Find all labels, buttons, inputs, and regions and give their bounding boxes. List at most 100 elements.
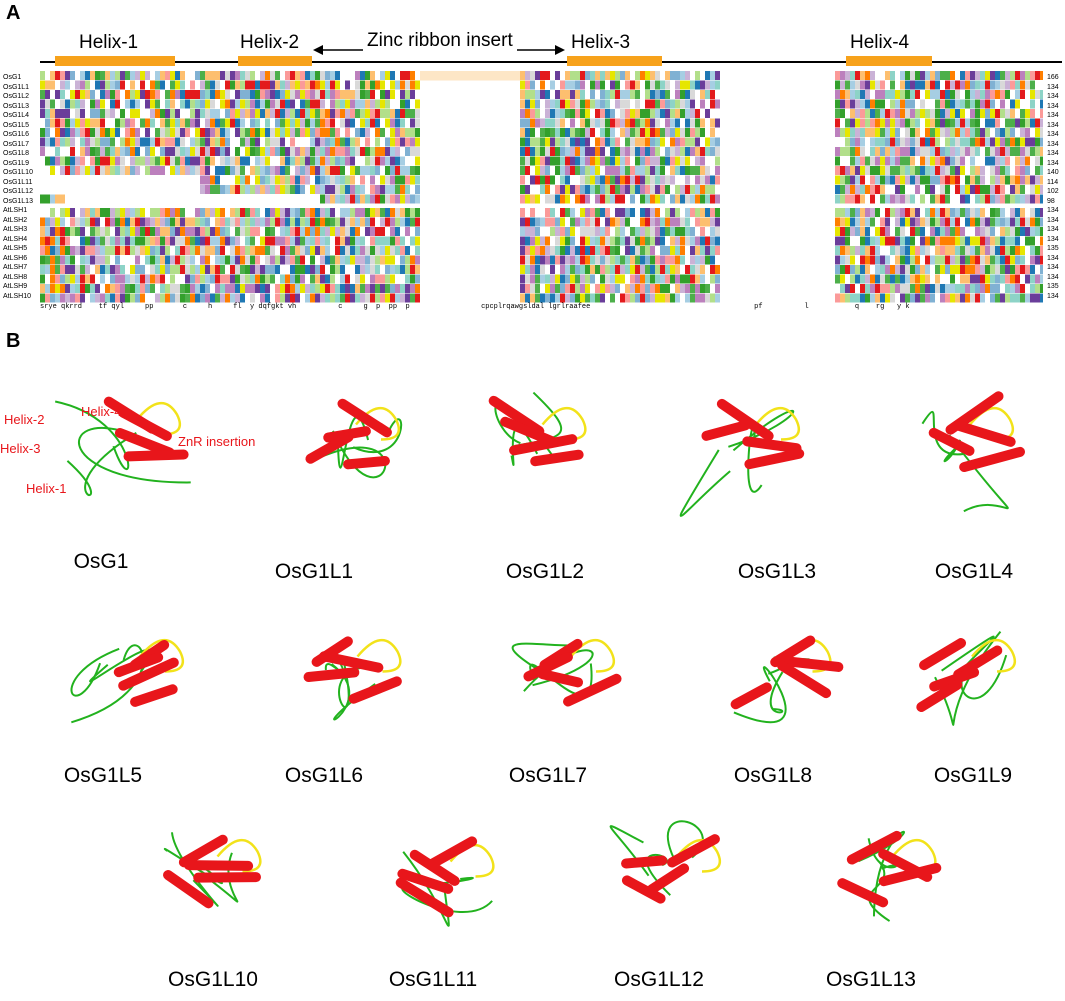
alignment-cell bbox=[840, 274, 845, 284]
alignment-cell bbox=[265, 166, 270, 175]
alignment-cell bbox=[535, 265, 540, 274]
alignment-cell bbox=[520, 99, 525, 109]
alignment-cell bbox=[155, 71, 160, 80]
alignment-cell bbox=[165, 128, 170, 137]
alignment-cell bbox=[600, 255, 605, 265]
alignment-cell bbox=[970, 293, 975, 303]
alignment-cell bbox=[180, 265, 185, 274]
alignment-cell bbox=[220, 265, 225, 274]
alignment-cell bbox=[880, 227, 885, 236]
alignment-cell bbox=[45, 118, 50, 128]
panel-b-letter: B bbox=[6, 330, 21, 352]
alignment-cell bbox=[1010, 175, 1015, 185]
alignment-cell bbox=[190, 80, 195, 90]
alignment-cell bbox=[630, 90, 635, 99]
alignment-cell bbox=[690, 137, 695, 147]
alignment-cell bbox=[655, 128, 660, 137]
alignment-cell bbox=[215, 217, 220, 227]
alignment-cell bbox=[930, 156, 935, 166]
alignment-cell bbox=[910, 99, 915, 109]
alignment-cell bbox=[845, 185, 850, 194]
alignment-cell bbox=[900, 255, 905, 265]
alignment-cell bbox=[85, 236, 90, 246]
alignment-cell bbox=[135, 246, 140, 255]
alignment-cell bbox=[210, 118, 215, 128]
alignment-cell bbox=[195, 137, 200, 147]
alignment-cell bbox=[855, 118, 860, 128]
alignment-cell bbox=[700, 284, 705, 293]
alignment-cell bbox=[690, 265, 695, 274]
alignment-cell bbox=[550, 227, 555, 236]
alignment-cell bbox=[70, 274, 75, 284]
alignment-cell bbox=[340, 185, 345, 194]
alignment-cell bbox=[1000, 80, 1005, 90]
alignment-cell bbox=[320, 293, 325, 303]
label-osg1l11: OsG1L11 bbox=[388, 968, 478, 991]
alignment-cell bbox=[385, 293, 390, 303]
alignment-cell bbox=[955, 99, 960, 109]
alignment-cell bbox=[700, 185, 705, 194]
alignment-cell bbox=[920, 166, 925, 175]
alignment-cell bbox=[345, 99, 350, 109]
alignment-cell bbox=[935, 274, 940, 284]
alignment-cell bbox=[45, 90, 50, 99]
alignment-cell bbox=[835, 236, 840, 246]
alignment-cell bbox=[205, 90, 210, 99]
coil-loop bbox=[948, 434, 1009, 513]
alignment-cell bbox=[230, 185, 235, 194]
alignment-cell bbox=[260, 99, 265, 109]
alignment-cell bbox=[895, 265, 900, 274]
alignment-cell bbox=[855, 99, 860, 109]
alignment-cell bbox=[850, 166, 855, 175]
alignment-cell bbox=[250, 80, 255, 90]
alignment-cell bbox=[520, 156, 525, 166]
alignment-cell bbox=[345, 194, 350, 204]
alpha-helix bbox=[776, 655, 844, 672]
alignment-cell bbox=[900, 118, 905, 128]
alignment-cell bbox=[955, 128, 960, 137]
alignment-cell bbox=[280, 128, 285, 137]
alignment-cell bbox=[660, 90, 665, 99]
alignment-cell bbox=[870, 293, 875, 303]
sequence-length: 134 bbox=[1047, 264, 1059, 271]
alignment-cell bbox=[375, 166, 380, 175]
alignment-cell bbox=[115, 80, 120, 90]
alignment-cell bbox=[200, 265, 205, 274]
alignment-cell bbox=[910, 293, 915, 303]
alignment-cell bbox=[905, 208, 910, 217]
alignment-cell bbox=[950, 293, 955, 303]
alignment-cell bbox=[930, 90, 935, 99]
alignment-cell bbox=[1010, 99, 1015, 109]
alignment-cell bbox=[695, 109, 700, 118]
alignment-cell bbox=[710, 128, 715, 137]
alignment-cell bbox=[685, 109, 690, 118]
alignment-cell bbox=[975, 137, 980, 147]
alignment-cell bbox=[120, 265, 125, 274]
alignment-cell bbox=[195, 118, 200, 128]
alignment-cell bbox=[45, 265, 50, 274]
alignment-cell bbox=[200, 255, 205, 265]
alignment-cell bbox=[105, 128, 110, 137]
alignment-cell bbox=[210, 156, 215, 166]
alignment-cell bbox=[950, 166, 955, 175]
alignment-cell bbox=[835, 274, 840, 284]
alignment-cell bbox=[270, 175, 275, 185]
alignment-cell bbox=[690, 128, 695, 137]
alignment-cell bbox=[55, 274, 60, 284]
alignment-cell bbox=[635, 227, 640, 236]
alignment-cell bbox=[835, 156, 840, 166]
alignment-cell bbox=[590, 265, 595, 274]
alignment-cell bbox=[1020, 118, 1025, 128]
alignment-cell bbox=[680, 137, 685, 147]
alignment-cell bbox=[305, 293, 310, 303]
alignment-cell bbox=[405, 175, 410, 185]
alignment-cell bbox=[955, 185, 960, 194]
alignment-cell bbox=[555, 118, 560, 128]
alignment-cell bbox=[340, 118, 345, 128]
alignment-cell bbox=[555, 293, 560, 303]
alignment-cell bbox=[405, 147, 410, 156]
alignment-cell bbox=[215, 255, 220, 265]
alignment-cell bbox=[230, 236, 235, 246]
alignment-cell bbox=[215, 118, 220, 128]
alignment-cell bbox=[400, 99, 405, 109]
